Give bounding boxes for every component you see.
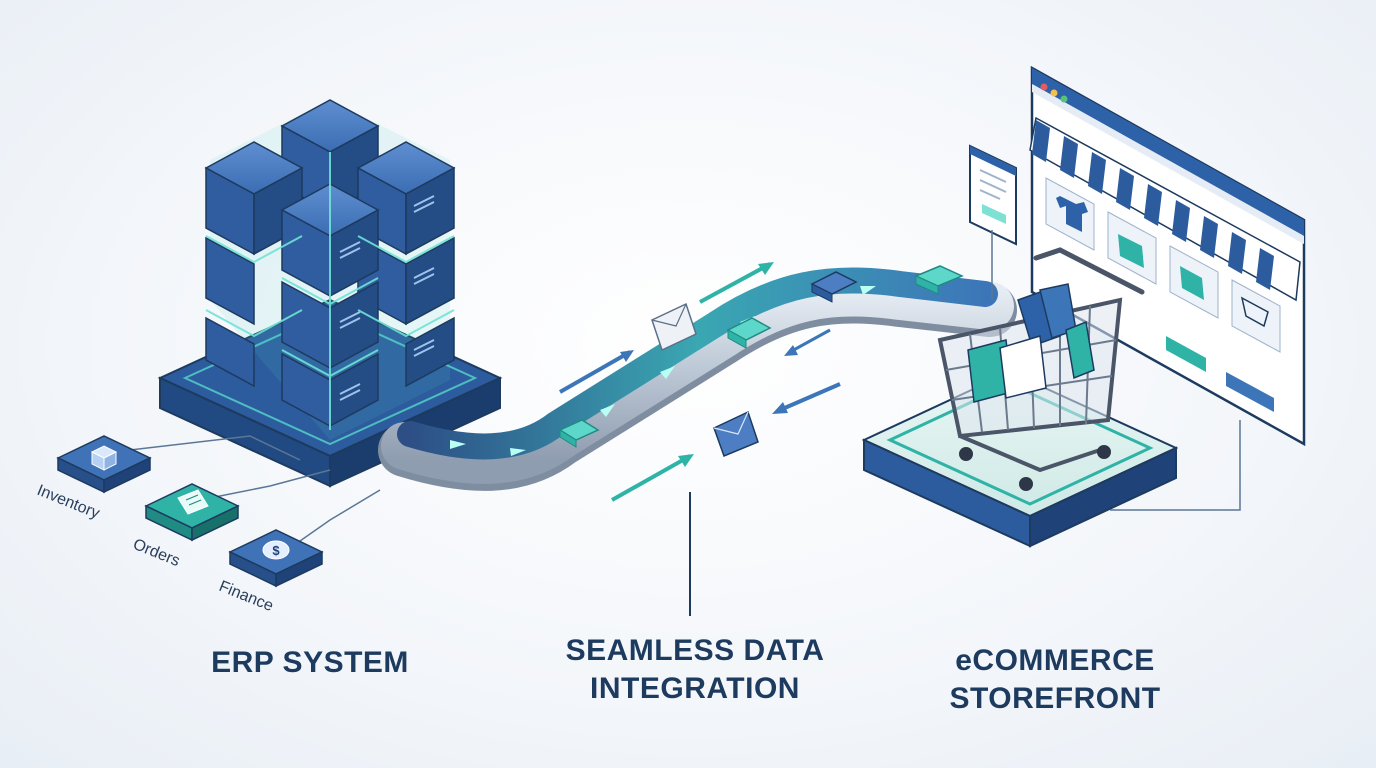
data-pipeline xyxy=(378,265,1017,491)
cart-wheel xyxy=(1097,445,1111,459)
add-to-cart-button[interactable] xyxy=(1166,336,1206,372)
integration-title: SEAMLESS DATA INTEGRATION xyxy=(540,632,850,707)
flow-arrows xyxy=(559,262,841,502)
cube xyxy=(356,141,456,256)
module-finance: $ xyxy=(228,529,324,588)
dollar-icon: $ xyxy=(262,540,290,560)
erp-title-text: ERP SYSTEM xyxy=(211,646,409,679)
document-icon xyxy=(177,489,209,515)
storefront-browser-window xyxy=(1029,65,1306,447)
module-orders xyxy=(144,483,240,542)
module-label-finance: Finance xyxy=(217,578,276,615)
data-packet xyxy=(558,419,600,448)
product-tshirt[interactable] xyxy=(1045,177,1095,251)
svg-text:$: $ xyxy=(272,543,280,558)
storefront-title-line2: STOREFRONT xyxy=(949,681,1161,715)
product-bag[interactable] xyxy=(1107,211,1157,285)
data-packet xyxy=(726,317,772,349)
storefront-title-line1: eCOMMERCE xyxy=(955,644,1155,677)
module-label-orders: Orders xyxy=(131,536,183,570)
module-label-inventory: Inventory xyxy=(35,482,102,522)
erp-system-title: ERP SYSTEM xyxy=(160,644,460,682)
integration-title-line2: INTEGRATION xyxy=(590,671,800,705)
cart-wheel xyxy=(959,447,973,461)
envelope-icon xyxy=(713,410,759,457)
shopping-cart-icon xyxy=(937,247,1145,491)
product-card xyxy=(969,144,1017,300)
box-icon xyxy=(90,445,118,471)
module-connectors xyxy=(129,435,381,549)
window-close-dot xyxy=(1040,83,1048,91)
cart-product-icon[interactable] xyxy=(1231,279,1281,353)
product-bag[interactable] xyxy=(1169,245,1219,319)
checkout-button[interactable] xyxy=(1226,372,1274,412)
data-packet xyxy=(914,265,964,295)
window-minimize-dot xyxy=(1050,89,1058,97)
cart-wheel xyxy=(1019,477,1033,491)
cart-platform xyxy=(861,370,1241,548)
integration-title-line1: SEAMLESS DATA xyxy=(565,634,825,667)
erp-server-stack xyxy=(157,99,503,488)
data-packet xyxy=(810,271,858,303)
storefront-title: eCOMMERCE STOREFRONT xyxy=(905,642,1205,717)
envelope-icon xyxy=(651,302,697,352)
window-maximize-dot xyxy=(1060,95,1068,103)
module-inventory xyxy=(56,435,152,494)
shop-awning xyxy=(1029,116,1301,302)
